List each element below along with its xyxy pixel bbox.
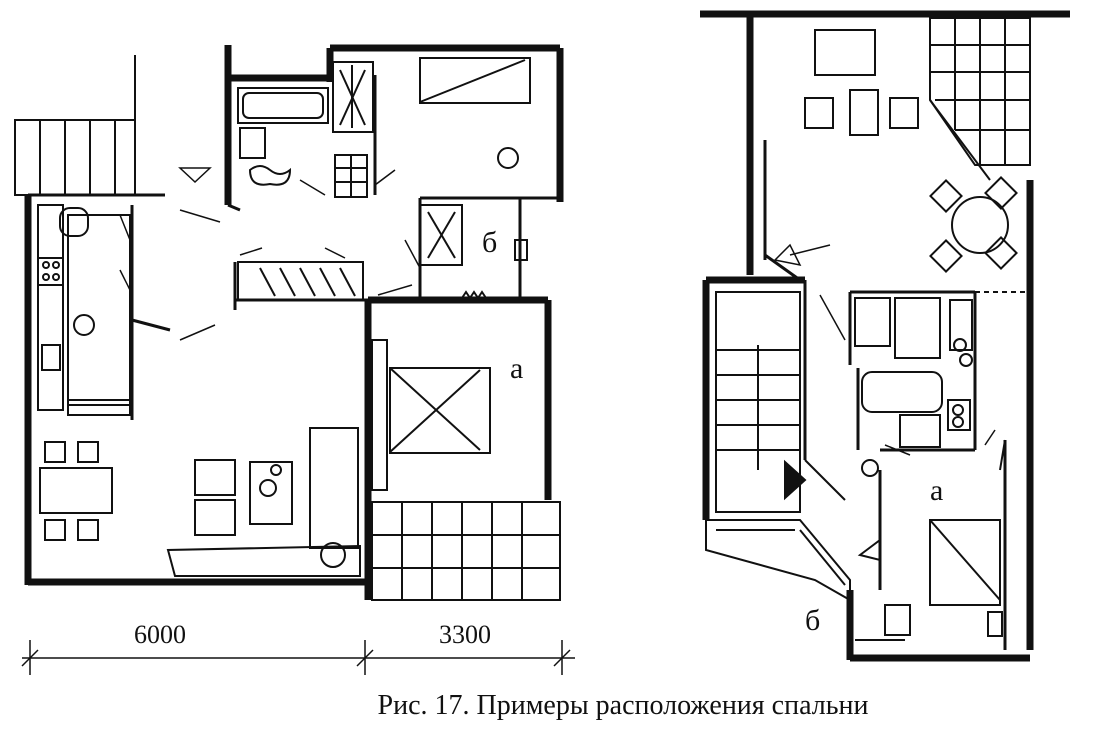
left-bed-top (419, 57, 531, 169)
left-dining (39, 441, 113, 541)
left-bed-a (371, 339, 491, 491)
right-room-b (855, 604, 911, 641)
figure-caption: Рис. 17. Примеры расположения спальни (377, 690, 869, 721)
left-plan: 6000 3300 а б (14, 44, 575, 675)
right-staircase (715, 291, 846, 513)
right-plan: а б (700, 10, 1070, 662)
right-bathroom (854, 291, 1025, 448)
dimension-3300: 3300 (439, 620, 491, 649)
right-label-a: а (930, 474, 943, 507)
left-label-a: а (510, 352, 523, 385)
left-dimension-line (21, 640, 575, 675)
right-terrace (929, 17, 1031, 181)
left-terrace-bottom (371, 501, 561, 601)
right-living (804, 29, 1018, 273)
left-wardrobe-top (332, 61, 374, 198)
right-outer-walls (700, 10, 1070, 662)
left-terrace-top (14, 55, 136, 196)
dimension-6000: 6000 (134, 620, 186, 649)
left-outer-walls (24, 44, 564, 600)
left-wardrobe-b (419, 204, 528, 300)
right-bay (705, 519, 851, 602)
left-doors (119, 167, 421, 341)
left-living (166, 427, 361, 577)
left-kitchen (37, 204, 131, 416)
left-closet-middle (237, 261, 364, 301)
left-label-b: б (482, 226, 497, 259)
left-bathroom (237, 87, 329, 186)
right-doors (773, 243, 996, 456)
right-bed-a (857, 439, 1006, 637)
floor-plans: 6000 3300 а б (14, 10, 1070, 675)
left-toilet (59, 207, 89, 237)
right-label-b: б (805, 604, 820, 637)
